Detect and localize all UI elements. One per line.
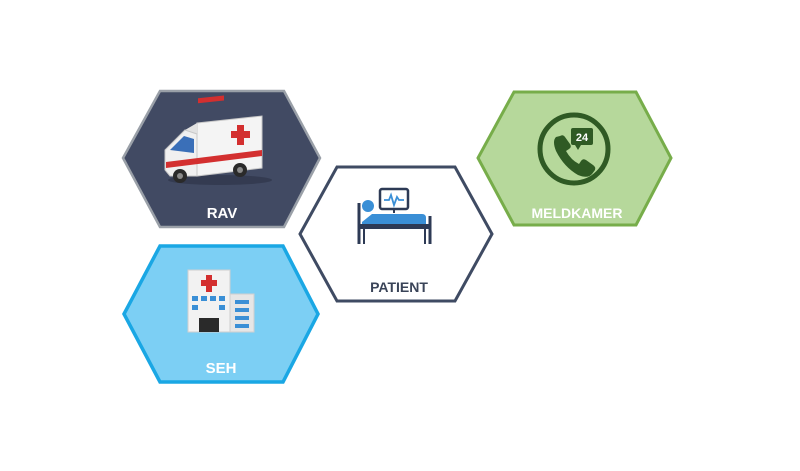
- patient-hexagon: [298, 165, 494, 303]
- seh-node: SEH: [122, 244, 320, 384]
- rav-label: RAV: [207, 205, 238, 222]
- patient-node: PATIENT: [298, 165, 494, 303]
- ambulance-icon: [164, 95, 272, 185]
- svg-text:24: 24: [576, 132, 589, 144]
- patient-bed-monitor-icon: [357, 187, 432, 244]
- phone-24-icon: 24: [537, 112, 611, 186]
- hospital-icon: [187, 269, 255, 333]
- meldkamer-node: 24 MELDKAMER: [476, 90, 673, 227]
- meldkamer-hexagon: [476, 90, 673, 227]
- seh-label: SEH: [206, 360, 237, 377]
- rav-node: RAV: [121, 89, 322, 229]
- meldkamer-label: MELDKAMER: [532, 205, 623, 221]
- patient-label: PATIENT: [370, 279, 428, 295]
